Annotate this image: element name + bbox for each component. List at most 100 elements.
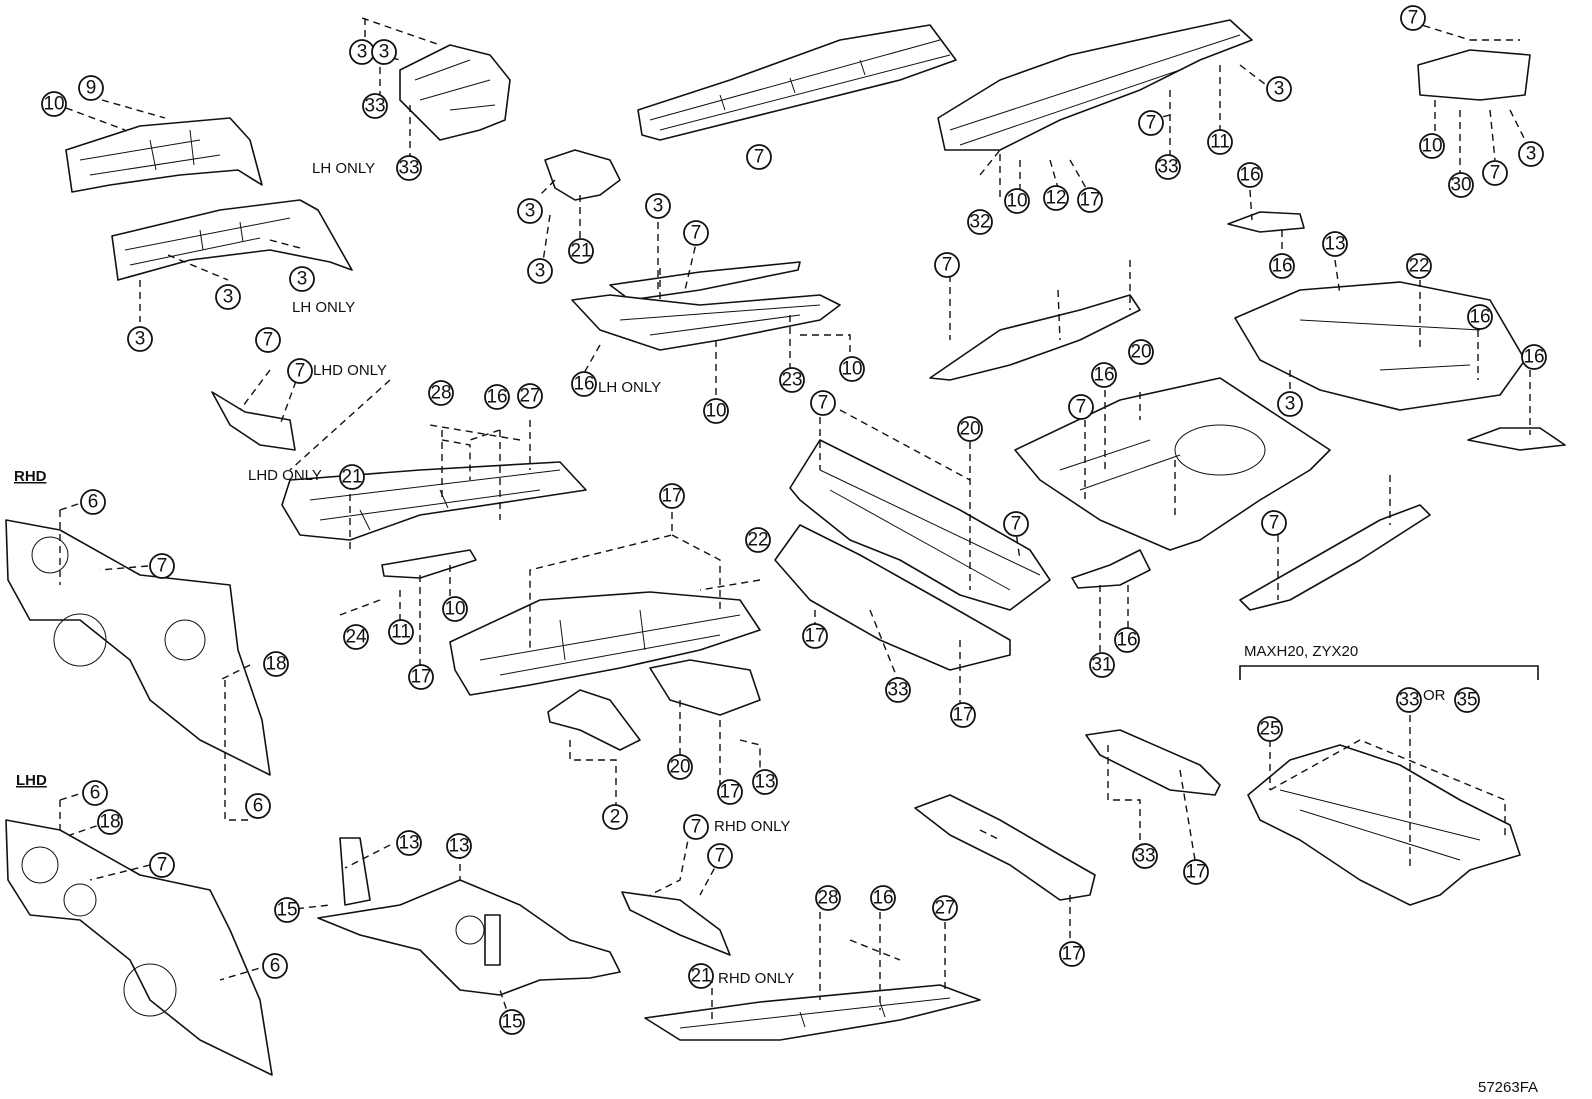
callout-circle [289,266,315,292]
callout-number: 7 [157,855,168,876]
callout-circle [262,953,288,979]
callout: 11 [1207,129,1233,155]
callout-number: 13 [398,833,419,854]
callout-number: 3 [1285,394,1296,415]
callout-circle [41,91,67,117]
callout-number: 3 [525,201,536,222]
rear-wheelhouse [1239,504,1431,611]
callout-number: 17 [410,667,431,688]
callout-circle [362,93,388,119]
callout-circle [885,677,911,703]
front-side-member-upper [65,117,263,193]
callout-number: 10 [841,359,862,380]
callout-circle [1091,362,1117,388]
floor-bracket-13 [649,659,761,716]
callout-number: 7 [1146,113,1157,134]
callout-circle [396,830,422,856]
callout: 7 [1138,110,1164,136]
note-rhd-only-1: RHD ONLY [714,818,790,835]
callout-number: 6 [88,492,99,513]
callout-number: 17 [1185,862,1206,883]
callout-number: 33 [364,96,385,117]
callout: 7 [1400,5,1426,31]
callout-number: 16 [1469,307,1490,328]
callout-number: 10 [444,599,465,620]
callout-number: 13 [754,772,775,793]
callout: 7 [1482,160,1508,186]
callout-circle [1454,687,1480,713]
callout-number: 3 [379,42,390,63]
callout-number: 22 [1408,256,1429,277]
callout-circle [343,624,369,650]
callout: 16 [1467,304,1493,330]
callout: 17 [408,664,434,690]
callout-number: 7 [691,223,702,244]
callout-number: 33 [1398,690,1419,711]
callout-number: 10 [705,401,726,422]
callout-circle [779,367,805,393]
callout-number: 13 [448,836,469,857]
rocker-inner-top [637,24,957,141]
callout: 33 [1155,154,1181,180]
callout-number: 33 [1157,157,1178,178]
callout-circle [255,327,281,353]
callout-circle [602,804,628,830]
callout: 16 [1091,362,1117,388]
rear-floor-pan [1014,377,1331,551]
callout-circle [484,384,510,410]
callout: 28 [815,885,841,911]
callout-number: 20 [1130,342,1151,363]
callout-circle [703,398,729,424]
callout-circle [371,39,397,65]
callout: 13 [446,833,472,859]
callout-number: 24 [345,627,367,648]
callout-number: 21 [341,467,362,488]
callout-number: 3 [297,269,308,290]
callout-circle [659,483,685,509]
callout-circle [645,193,671,219]
callout: 17 [659,483,685,509]
callout: 6 [80,489,106,515]
callout-circle [717,779,743,805]
callout-circle [950,702,976,728]
callout: 20 [1128,339,1154,365]
callout-number: 7 [1076,397,1087,418]
note-rhd-only-2: RHD ONLY [718,970,794,987]
model-bracket [1239,665,1539,680]
callout-number: 7 [691,817,702,838]
callout-circle [396,155,422,181]
callout-circle [82,780,108,806]
callout-circle [1257,716,1283,742]
callout: 28 [428,380,454,406]
callout-number: 16 [1239,165,1260,186]
callout: 13 [396,830,422,856]
callout-number: 3 [1274,79,1285,100]
callout: 16 [1269,253,1295,279]
callout: 20 [957,416,983,442]
callout-number: 16 [1271,256,1292,277]
callout: 10 [1419,133,1445,159]
callout-number: 15 [276,900,297,921]
callout: 3 [645,193,671,219]
callout: 3 [127,326,153,352]
callout-number: 10 [43,94,64,115]
callout-circle [149,553,175,579]
callout-circle [517,198,543,224]
callout-number: 28 [817,888,838,909]
callout-number: 30 [1450,175,1471,196]
callout: 10 [41,91,67,117]
callout-circle [446,833,472,859]
callout-number: 16 [1523,347,1544,368]
callout-number: 7 [1269,513,1280,534]
callout-number: 3 [535,261,546,282]
callout-circle [1183,859,1209,885]
callout: 23 [779,367,805,393]
callout: 10 [442,596,468,622]
callout-circle [802,623,828,649]
callout: 7 [1068,394,1094,420]
callout-circle [1400,5,1426,31]
callout-number: 7 [295,361,306,382]
callout: 31 [1089,652,1115,678]
callout: 7 [1261,510,1287,536]
callout: 6 [82,780,108,806]
